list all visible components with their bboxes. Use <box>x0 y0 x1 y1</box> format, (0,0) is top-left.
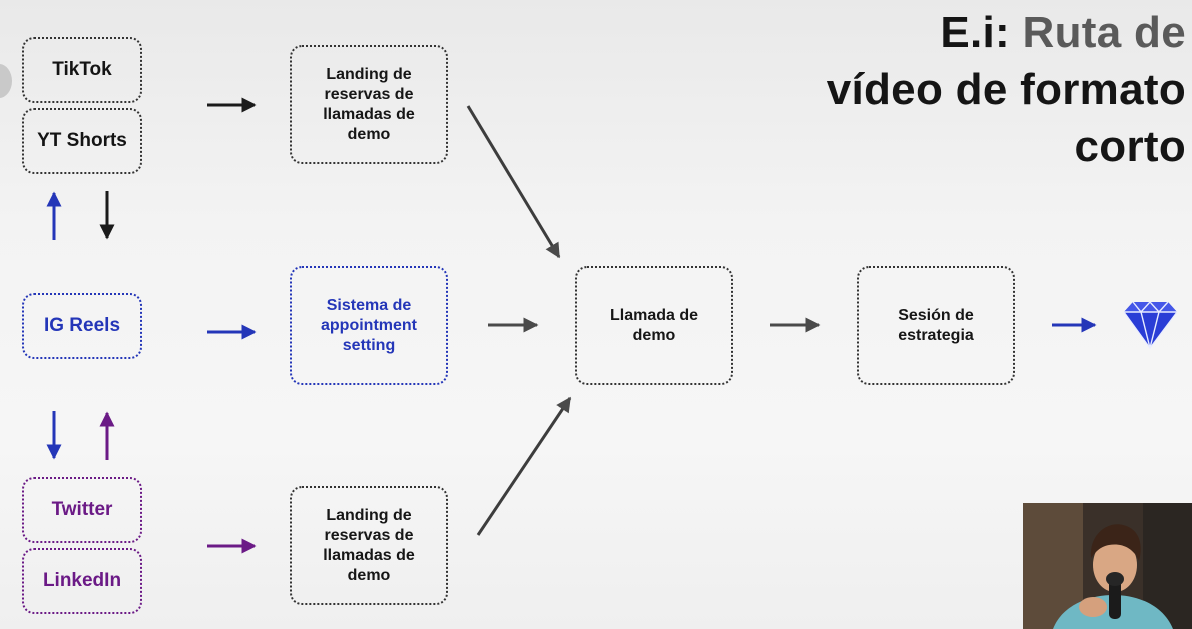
title-line-3: corto <box>1074 122 1186 171</box>
llamada-demo-box: Llamada de demo <box>575 266 733 385</box>
yt-shorts-box: YT Shorts <box>22 108 142 174</box>
landing-bottom-box: Landing de reservas de llamadas de demo <box>290 486 448 605</box>
slide-title: E.i: Ruta de vídeo de formato corto <box>626 4 1186 175</box>
twitter-box: Twitter <box>22 477 142 543</box>
linkedin-box: LinkedIn <box>22 548 142 614</box>
sesion-estrategia-box: Sesión de estrategia <box>857 266 1015 385</box>
landing-top-box: Landing de reservas de llamadas de demo <box>290 45 448 164</box>
landing-top-label: Landing de reservas de llamadas de demo <box>323 65 415 143</box>
arrow-landing-bottom-to-llamada <box>476 396 572 536</box>
presenter-webcam <box>1023 503 1192 629</box>
title-prefix: E.i: <box>940 8 1011 57</box>
diamond-icon <box>1123 300 1178 350</box>
sesion-estrategia-label: Sesión de estrategia <box>898 306 974 344</box>
ig-reels-box: IG Reels <box>22 293 142 359</box>
title-highlight: Ruta de <box>1022 8 1186 57</box>
llamada-demo-label: Llamada de demo <box>609 306 699 344</box>
tiktok-label: TikTok <box>52 59 112 80</box>
arrow-landing-top-to-llamada <box>466 105 561 259</box>
title-line-2: vídeo de formato <box>826 65 1186 114</box>
presenter-image <box>1023 503 1192 629</box>
tiktok-box: TikTok <box>22 37 142 103</box>
ig-reels-label: IG Reels <box>43 315 121 336</box>
landing-bottom-label: Landing de reservas de llamadas de demo <box>323 506 415 584</box>
left-edge-marker <box>0 64 12 98</box>
appointment-setting-label: Sistema de appointment setting <box>321 296 417 354</box>
yt-shorts-label: YT Shorts <box>37 130 127 151</box>
appointment-setting-box: Sistema de appointment setting <box>290 266 448 385</box>
linkedin-label: LinkedIn <box>42 570 122 591</box>
twitter-label: Twitter <box>51 499 113 520</box>
